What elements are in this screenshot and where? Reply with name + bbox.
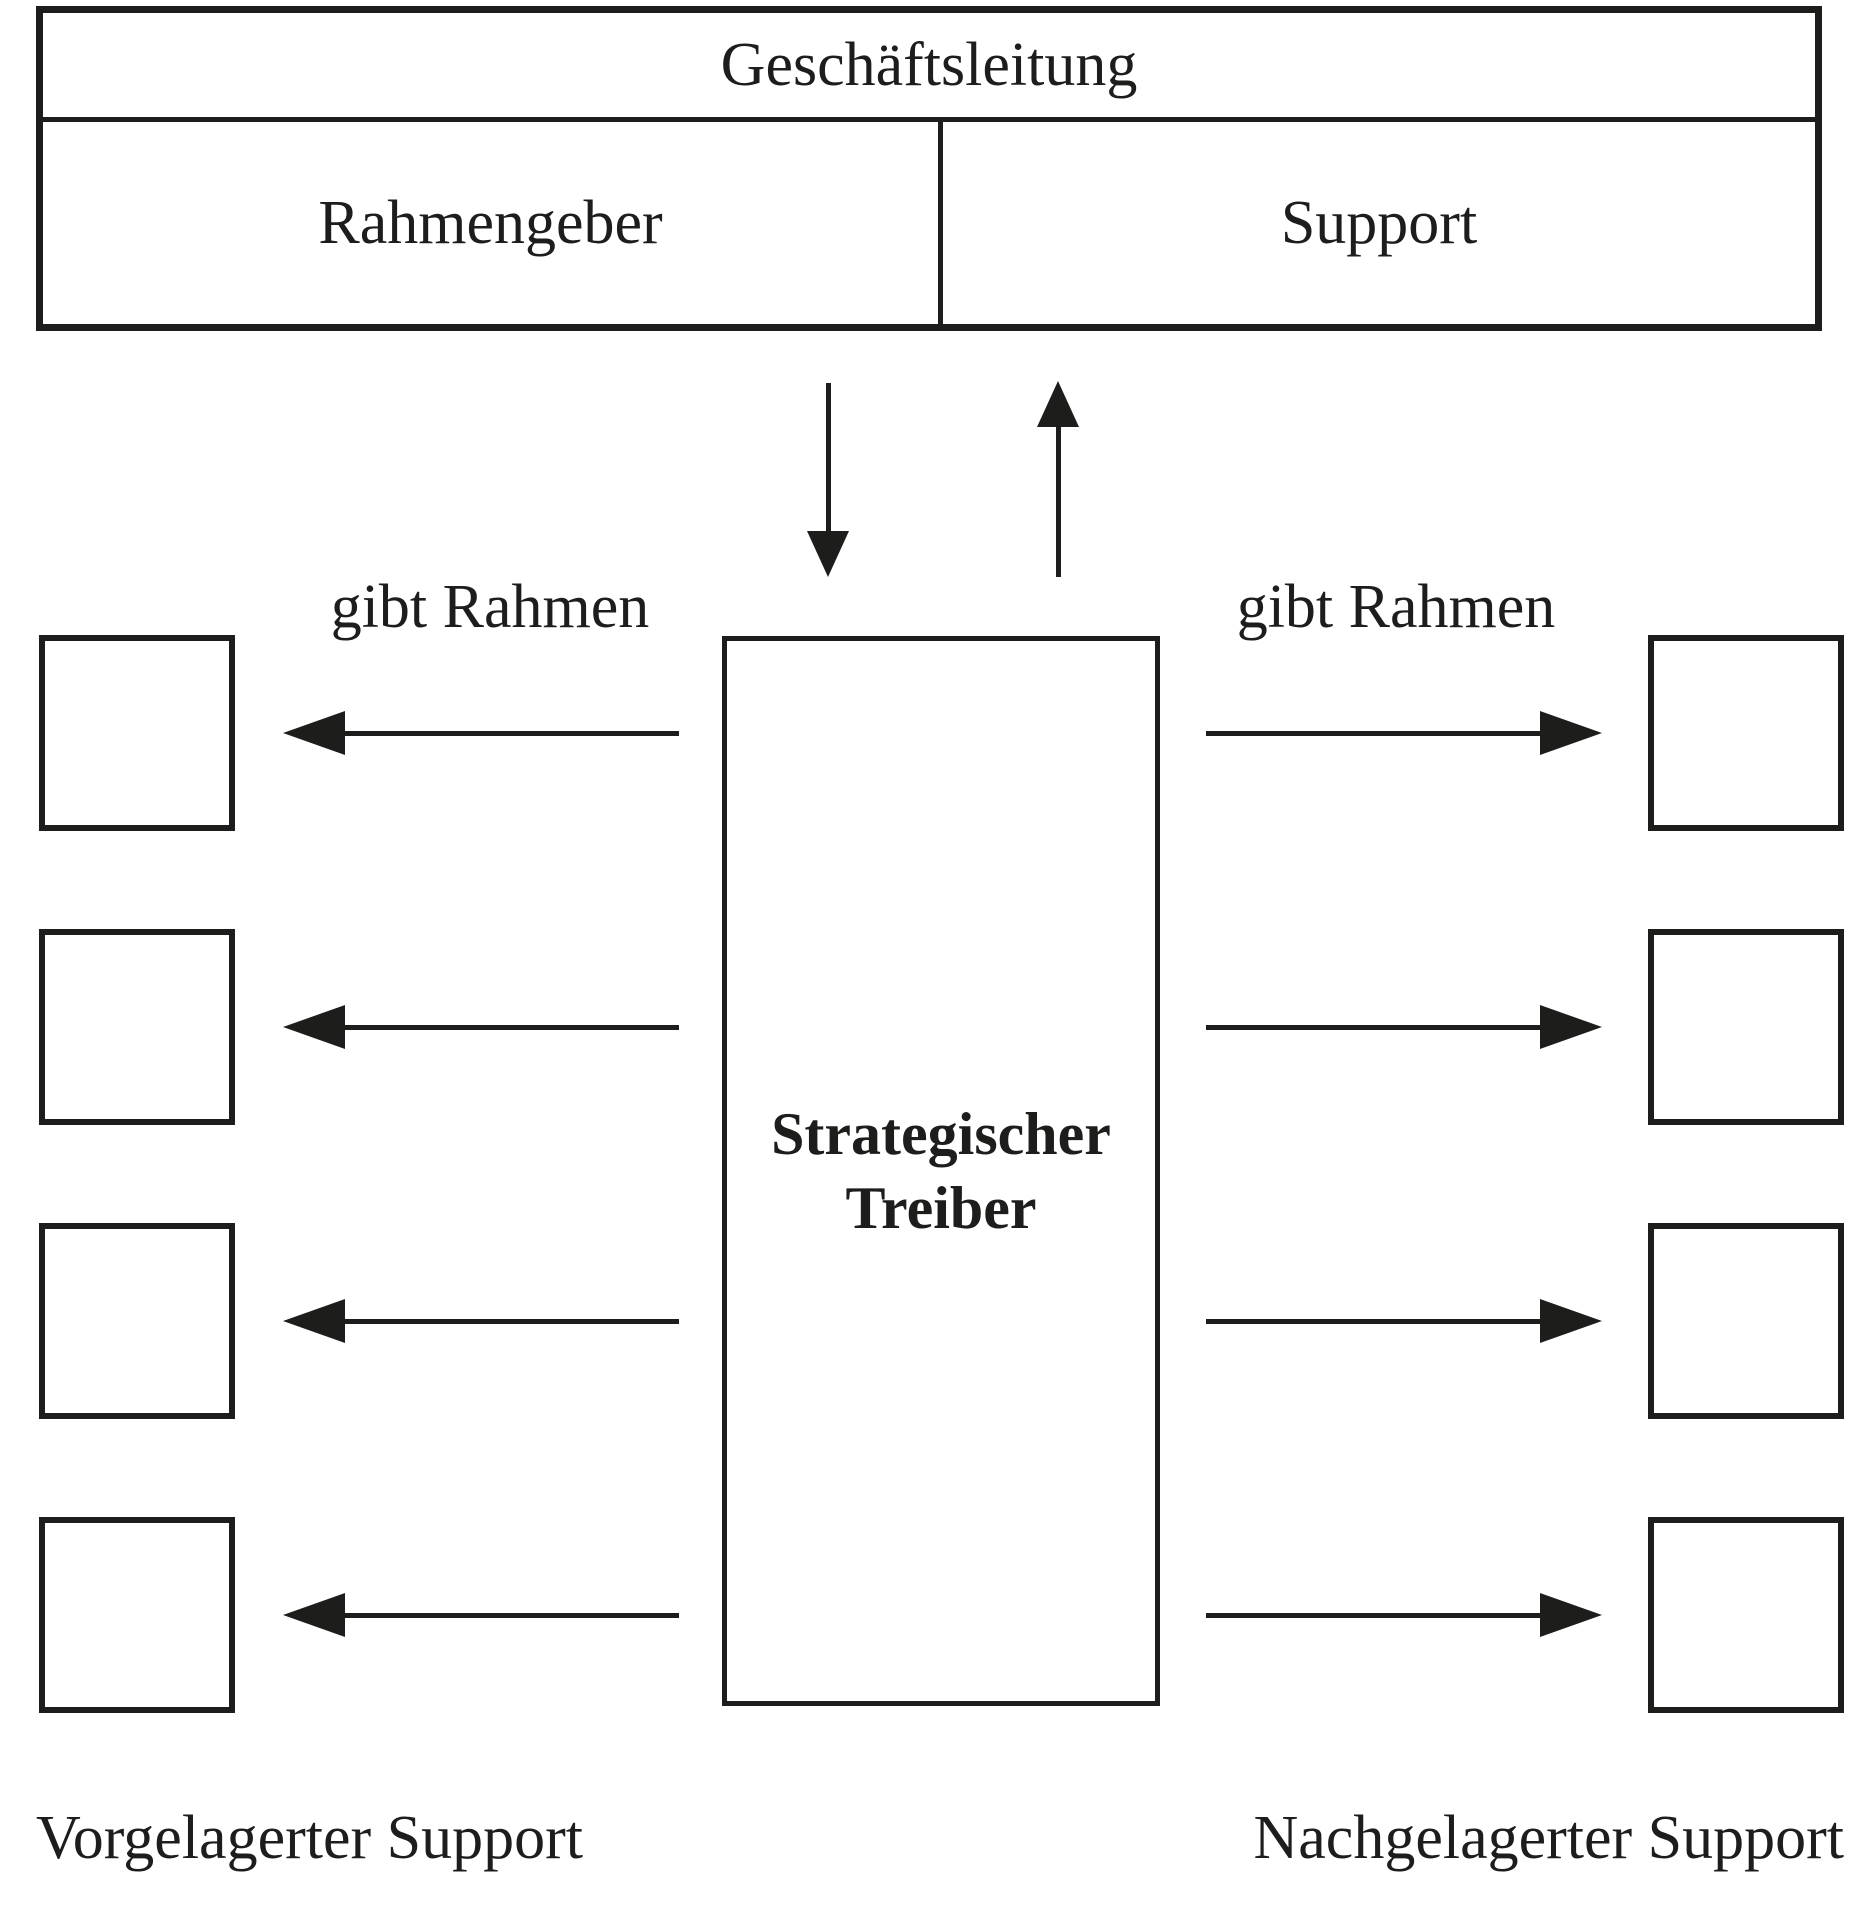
arrow-left-head-2 (283, 1005, 345, 1049)
arrow-right-icon-1 (1206, 711, 1602, 755)
arrow-right-shaft-1 (1206, 731, 1550, 736)
arrow-right-head-1 (1540, 711, 1602, 755)
vorgelagerter-support-label: Vorgelagerter Support (36, 1804, 583, 1872)
arrow-right-head-4 (1540, 1593, 1602, 1637)
strategischer-treiber-line1: Strategischer (771, 1101, 1111, 1167)
arrow-left-shaft-1 (335, 731, 679, 736)
arrow-left-icon-3 (283, 1299, 679, 1343)
support-cell: Support (943, 122, 1815, 324)
arrow-down-icon (807, 383, 849, 577)
arrow-left-head-1 (283, 711, 345, 755)
arrow-down-head (807, 531, 849, 577)
arrow-right-icon-3 (1206, 1299, 1602, 1343)
rahmengeber-label: Rahmengeber (318, 188, 663, 257)
arrow-left-icon-1 (283, 711, 679, 755)
arrow-right-icon-4 (1206, 1593, 1602, 1637)
rahmengeber-cell: Rahmengeber (43, 122, 943, 324)
vorgelagerter-support-box-1 (39, 635, 235, 831)
strategischer-treiber-box: Strategischer Treiber (722, 636, 1160, 1706)
nachgelagerter-support-box-2 (1648, 929, 1844, 1125)
arrow-down-shaft (826, 383, 831, 533)
arrow-left-icon-4 (283, 1593, 679, 1637)
nachgelagerter-support-box-3 (1648, 1223, 1844, 1419)
arrow-right-head-3 (1540, 1299, 1602, 1343)
nachgelagerter-support-label: Nachgelagerter Support (1253, 1804, 1844, 1872)
arrow-right-head-2 (1540, 1005, 1602, 1049)
vorgelagerter-support-box-2 (39, 929, 235, 1125)
gibt-rahmen-label-left: gibt Rahmen (330, 573, 650, 641)
arrow-left-shaft-3 (335, 1319, 679, 1324)
management-table-row: Rahmengeber Support (43, 122, 1815, 324)
geschaeftsleitung-label: Geschäftsleitung (720, 30, 1138, 99)
arrow-left-shaft-4 (335, 1613, 679, 1618)
support-label: Support (1280, 188, 1478, 257)
arrow-left-icon-2 (283, 1005, 679, 1049)
arrow-up-shaft (1056, 425, 1061, 577)
arrow-right-shaft-2 (1206, 1025, 1550, 1030)
nachgelagerter-support-box-1 (1648, 635, 1844, 831)
arrow-left-head-3 (283, 1299, 345, 1343)
nachgelagerter-support-box-4 (1648, 1517, 1844, 1713)
arrow-up-head (1037, 381, 1079, 427)
geschaeftsleitung-header-cell: Geschäftsleitung (43, 13, 1815, 122)
management-table: Geschäftsleitung Rahmengeber Support (36, 6, 1822, 331)
arrow-right-shaft-3 (1206, 1319, 1550, 1324)
strategischer-treiber-line2: Treiber (845, 1175, 1037, 1241)
vorgelagerter-support-box-4 (39, 1517, 235, 1713)
arrow-up-icon (1037, 381, 1079, 577)
arrow-left-head-4 (283, 1593, 345, 1637)
arrow-right-shaft-4 (1206, 1613, 1550, 1618)
arrow-right-icon-2 (1206, 1005, 1602, 1049)
arrow-left-shaft-2 (335, 1025, 679, 1030)
gibt-rahmen-label-right: gibt Rahmen (1236, 573, 1556, 641)
vorgelagerter-support-box-3 (39, 1223, 235, 1419)
